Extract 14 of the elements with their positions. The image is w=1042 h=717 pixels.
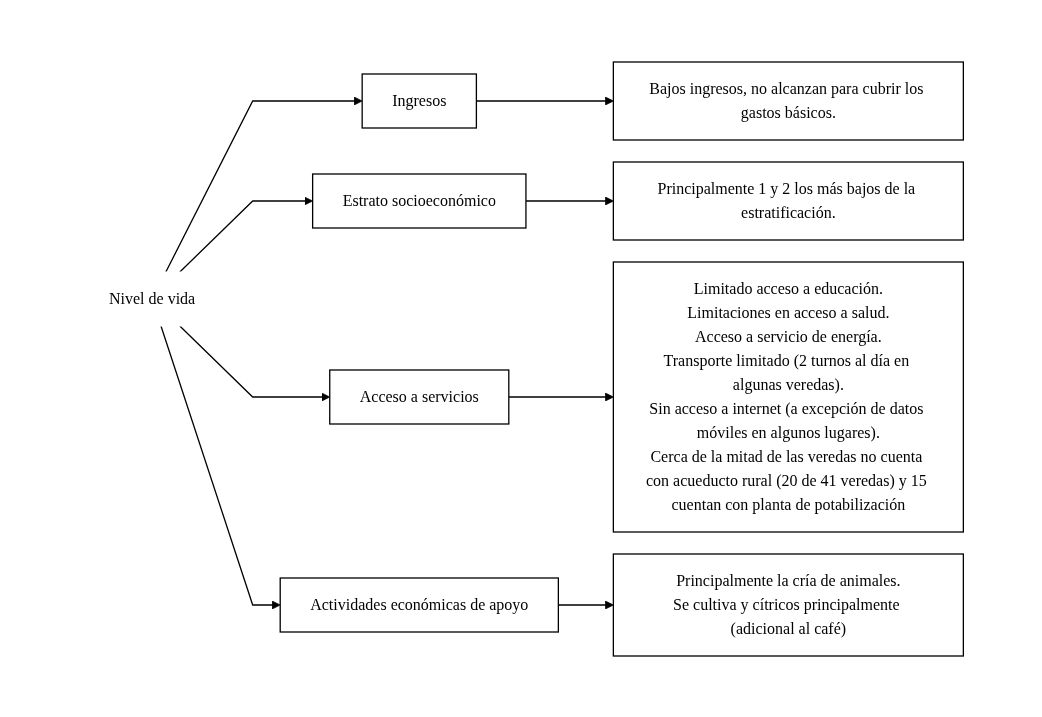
node-box: Limitado acceso a educación. Limitaciones en acceso a salud. Acceso a servicio de energía. Transporte limitado (2 turnos al día en algunas veredas). Sin acceso a internet (a excepción de datos móviles en algunos lugares). Cerca de la mitad de las veredas no cuenta con acueducto rural (20 de 41 veredas) y 15 cuentan con planta de potabilización xyxy=(612,260,964,533)
node-text: Nivel de vida xyxy=(108,289,196,307)
node-box: Ingresos xyxy=(361,72,477,129)
node-box: Actividades económicas de apoyo xyxy=(279,576,559,633)
node-box: Bajos ingresos, no alcanzan para cubrir los gastos básicos. xyxy=(612,60,964,141)
node-box: Estrato socioeconómico xyxy=(311,172,527,229)
arrow xyxy=(160,324,281,609)
arrow xyxy=(508,392,614,401)
arrow xyxy=(179,324,330,401)
node-box: Acceso a servicios xyxy=(328,368,510,425)
arrow xyxy=(179,196,313,273)
arrow xyxy=(525,196,614,205)
node-box: Principalmente la cría de animales. Se cultiva y cítricos principalmente (adicional al café) xyxy=(612,552,964,657)
node-box: Principalmente 1 y 2 los más bajos de la estratificación. xyxy=(612,160,964,241)
